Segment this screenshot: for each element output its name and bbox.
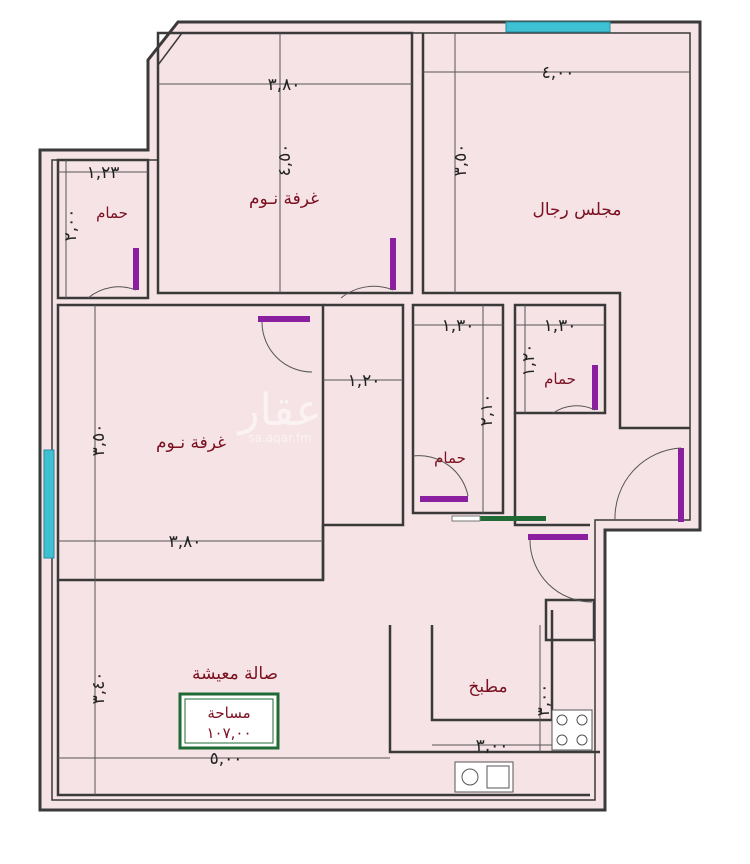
sliding-door: [478, 516, 546, 521]
dim-bath-right-depth: ١,٢٠: [519, 344, 539, 377]
room-label-bath-right: حمام: [544, 370, 576, 388]
dim-bedroom-left-depth: ٣,٥٠: [89, 424, 109, 457]
dim-majlis-width: ٤,٠٠: [542, 63, 575, 83]
area-value: ١٠٧,٠٠: [206, 724, 251, 742]
dim-bath-right-width: ١,٣٠: [544, 316, 577, 336]
room-label-bath-middle: حمام: [434, 449, 466, 467]
room-label-bedroom-left: غرفة نـوم: [156, 433, 226, 453]
dimension-lines: [58, 33, 690, 795]
room-label-majlis: مجلس رجال: [532, 200, 621, 220]
door-bath-middle: [412, 455, 469, 502]
area-label: مساحة: [207, 704, 250, 722]
interior-walls: [56, 31, 690, 797]
floor-area: [38, 20, 702, 812]
area-box: مساحة ١٠٧,٠٠: [178, 692, 280, 750]
dimension-labels: ٣,٨٠ ٤,٥٠ ٤,٠٠ ٣,٥٠ ١,٢٣ ٢,٠٠ ١,٢٠ ١,٣٠ …: [61, 63, 576, 769]
door-kitchen: [528, 534, 593, 603]
dim-majlis-depth: ٣,٥٠: [451, 144, 471, 177]
dim-bedroom-left-width: ٣,٨٠: [169, 532, 202, 552]
dim-corridor-width: ١,٢٠: [348, 371, 381, 391]
doors: [87, 238, 684, 603]
window-top: [505, 21, 611, 33]
room-label-kitchen: مطبخ: [468, 677, 507, 697]
room-label-bedroom-top: غرفة نـوم: [249, 189, 319, 209]
room-label-bath-left: حمام: [96, 204, 128, 222]
sink: [454, 761, 514, 793]
dim-bath-mid-depth: ٢,١٠: [477, 394, 497, 427]
door-bath-left: [87, 248, 139, 299]
dim-kitchen-width: ٣,٠٠: [476, 736, 509, 756]
dim-kitchen-depth: ٣,٠٠: [534, 684, 554, 717]
door-bedroom-left: [258, 316, 313, 373]
dim-bedroom-top-depth: ٤,٥٠: [275, 144, 295, 177]
dim-living-depth: ٣,٤٠: [89, 672, 109, 705]
door-bath-right: [552, 365, 598, 414]
door-majlis: [614, 447, 684, 522]
dim-bath-left-width: ١,٢٣: [87, 163, 120, 183]
watermark-domain: sa.aqar.fm: [248, 431, 311, 445]
stove: [551, 709, 593, 751]
window-left: [43, 449, 55, 559]
watermark-brand: عقار: [236, 385, 321, 436]
dim-bath-mid-width: ١,٣٠: [442, 316, 475, 336]
dim-bedroom-top-width: ٣,٨٠: [268, 75, 301, 95]
room-label-living: صالة معيشة: [192, 664, 278, 684]
door-bedroom-top: [340, 238, 396, 299]
kitchen-fixtures: [454, 709, 593, 793]
dim-living-width: ٥,٠٠: [210, 749, 243, 769]
dim-bath-left-depth: ٢,٠٠: [61, 209, 81, 242]
